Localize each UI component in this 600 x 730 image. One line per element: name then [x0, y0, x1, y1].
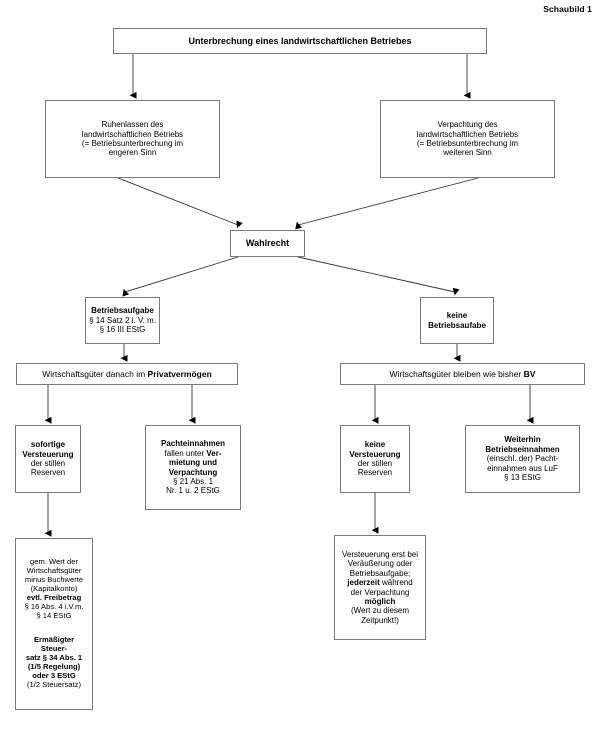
node-versteuerung-erst-line-4a: jederzeit [347, 578, 380, 588]
node-verpachtung-line-1: Verpachtung des [437, 120, 498, 130]
node-versteuerung-erst-line-5: der Verpachtung [350, 587, 410, 597]
node-unterbrechung[interactable]: Unterbrechung eines landwirtschaftlichen… [113, 28, 487, 54]
node-versteuerung-erst[interactable]: Versteuerung erst bei Veräußerung oder B… [334, 535, 426, 640]
node-versteuerung-erst-line-3: Betriebsaufgabe; [349, 568, 411, 578]
node-gem-wert-line-9: Steuer- [40, 644, 68, 654]
node-versteuerung-erst-line-6: möglich [364, 596, 396, 606]
node-betriebsaufgabe-line-1: Betriebsaufgabe [91, 306, 154, 316]
node-keine-versteuerung-line-4: Reserven [357, 468, 393, 478]
node-versteuerung-erst-line-7: (Wert zu diesem [350, 606, 410, 616]
node-gem-wert-line-3: minus Buchwerte [24, 574, 84, 584]
node-gem-wert-line-5: evtl. Freibetrag [26, 592, 82, 602]
node-unterbrechung-line-1: Unterbrechung eines landwirtschaftlichen… [188, 35, 412, 46]
node-gem-wert-line-11: (1/5 Regelung) [27, 662, 81, 672]
node-gem-wert-line-12: oder 3 EStG [32, 671, 76, 681]
node-verpachtung[interactable]: Verpachtung des landwirtschaftlichen Bet… [380, 100, 555, 178]
edge-verpachtung-wahlrecht [295, 177, 479, 230]
node-gem-wert[interactable]: gem. Wert der Wirtschaftsgüter minus Buc… [15, 538, 93, 710]
node-keine-versteuerung[interactable]: keine Versteuerung der stillen Reserven [340, 425, 410, 493]
node-pachteinnahmen-line-2: fallen unter Ver- [165, 449, 222, 458]
node-pachteinnahmen-line-1: Pachteinnahmen [160, 439, 225, 449]
node-pachteinnahmen-line-6: Nr. 1 u. 2 EStG [166, 486, 220, 496]
node-keine-betriebsaufgabe[interactable]: keine Betriebsaufabe [420, 297, 494, 344]
node-keine-versteuerung-line-3: der stillen [357, 459, 393, 468]
node-ruhenlassen-line-2: landwirtschaftlichen Betriebs [81, 129, 184, 139]
chart-caption: Schaubild 1 [543, 4, 592, 14]
node-gem-wert-line-2: Wirtschaftsgüter [26, 565, 82, 575]
node-ruhenlassen-line-4: engeren Sinn [108, 148, 157, 158]
node-pachteinnahmen-line-4: Verpachtung [168, 467, 218, 477]
node-pachteinnahmen-line-3: mietung und [169, 458, 217, 468]
node-privatvermoegen[interactable]: Wirtschaftsgüter danach im Privatvermöge… [16, 363, 238, 385]
node-bv-line-2: BV [523, 368, 536, 379]
node-weiterhin-line-4: einnahmen aus LuF [487, 463, 558, 473]
node-pachteinnahmen-line-5: § 21 Abs. 1 [172, 476, 214, 486]
node-privatvermoegen-row: Wirtschaftsgüter danach im Privatvermöge… [42, 369, 212, 379]
node-privatvermoegen-line-2: Privatvermögen [147, 368, 212, 379]
node-versteuerung-erst-line-4: jederzeit während [347, 578, 412, 587]
node-privatvermoegen-line-1: Wirtschaftsgüter danach im [42, 368, 148, 379]
node-wahlrecht-line-1: Wahlrecht [245, 238, 290, 249]
node-versteuerung-erst-line-4b: während [379, 578, 413, 588]
node-gem-wert-line-13: (1/2 Steuersatz) [26, 680, 82, 690]
node-pachteinnahmen-line-2b: Ver- [206, 448, 222, 458]
node-keine-betriebsaufgabe-line-2: Betriebsaufabe [428, 320, 486, 330]
node-gem-wert-line-7: § 14 EStG [36, 610, 72, 620]
node-weiterhin-line-5: § 13 EStG [504, 473, 541, 483]
node-weiterhin[interactable]: Weiterhin Betriebseinnahmen (einschl. de… [465, 425, 580, 493]
node-bv-line-1: Wirtschaftsgüter bleiben wie bisher [389, 368, 524, 379]
node-bv[interactable]: Wirtschaftsgüter bleiben wie bisher BV [340, 363, 585, 385]
node-betriebsaufgabe[interactable]: Betriebsaufgabe § 14 Satz 2 i. V. m. § 1… [85, 297, 160, 344]
node-betriebsaufgabe-line-2: § 14 Satz 2 i. V. m. [89, 315, 156, 325]
node-weiterhin-line-3: (einschl. der) Pacht- [486, 454, 559, 464]
node-ruhenlassen-line-3: (= Betriebsunterbrechung im [81, 139, 184, 148]
node-pachteinnahmen[interactable]: Pachteinnahmen fallen unter Ver- mietung… [145, 425, 241, 510]
node-ruhenlassen-line-1: Ruhenlassen des [101, 120, 164, 130]
node-wahlrecht[interactable]: Wahlrecht [230, 230, 305, 257]
node-keine-versteuerung-line-2: Versteuerung [349, 449, 401, 459]
node-gem-wert-line-8: Ermäßigter [33, 635, 75, 645]
node-versteuerung-erst-line-8: Zeitpunkt!) [361, 615, 399, 625]
node-sofortige-line-4: Reserven [30, 468, 66, 478]
edge-wahlrecht-keine-betriebsaufgabe [297, 256, 460, 296]
node-weiterhin-line-1: Weiterhin [504, 435, 541, 445]
edge-wahlrecht-betriebsaufgabe [122, 256, 239, 297]
node-sofortige-line-2: Versteuerung [22, 449, 74, 459]
node-weiterhin-line-2: Betriebseinnahmen [485, 444, 560, 454]
node-gem-wert-line-1: gem. Wert der [30, 556, 78, 566]
node-keine-betriebsaufgabe-line-1: keine [446, 311, 468, 321]
node-versteuerung-erst-line-2: Veräußerung oder [347, 559, 413, 569]
node-sofortige-line-3: der stillen [30, 459, 66, 468]
node-verpachtung-line-4: weiteren Sinn [443, 148, 492, 158]
node-ruhenlassen[interactable]: Ruhenlassen des landwirtschaftlichen Bet… [45, 100, 220, 178]
node-betriebsaufgabe-line-3: § 16 III EStG [99, 325, 146, 335]
node-verpachtung-line-2: landwirtschaftlichen Betriebs [416, 129, 519, 139]
node-versteuerung-erst-line-1: Versteuerung erst bei [341, 549, 419, 559]
node-keine-versteuerung-line-1: keine [364, 440, 386, 450]
node-gem-wert-line-10: satz § 34 Abs. 1 [25, 653, 83, 663]
node-verpachtung-line-3: (= Betriebsunterbrechung im [416, 139, 519, 148]
edge-ruhenlassen-wahlrecht [117, 177, 243, 229]
node-gem-wert-line-4: (Kapitalkonto) [30, 583, 78, 593]
node-sofortige[interactable]: sofortige Versteuerung der stillen Reser… [15, 425, 81, 493]
node-pachteinnahmen-line-2a: fallen unter [164, 448, 207, 458]
node-gem-wert-line-6: § 16 Abs. 4 i.V.m. [24, 601, 84, 611]
node-bv-row: Wirtschaftsgüter bleiben wie bisher BV [390, 369, 536, 379]
node-sofortige-line-1: sofortige [30, 440, 66, 450]
